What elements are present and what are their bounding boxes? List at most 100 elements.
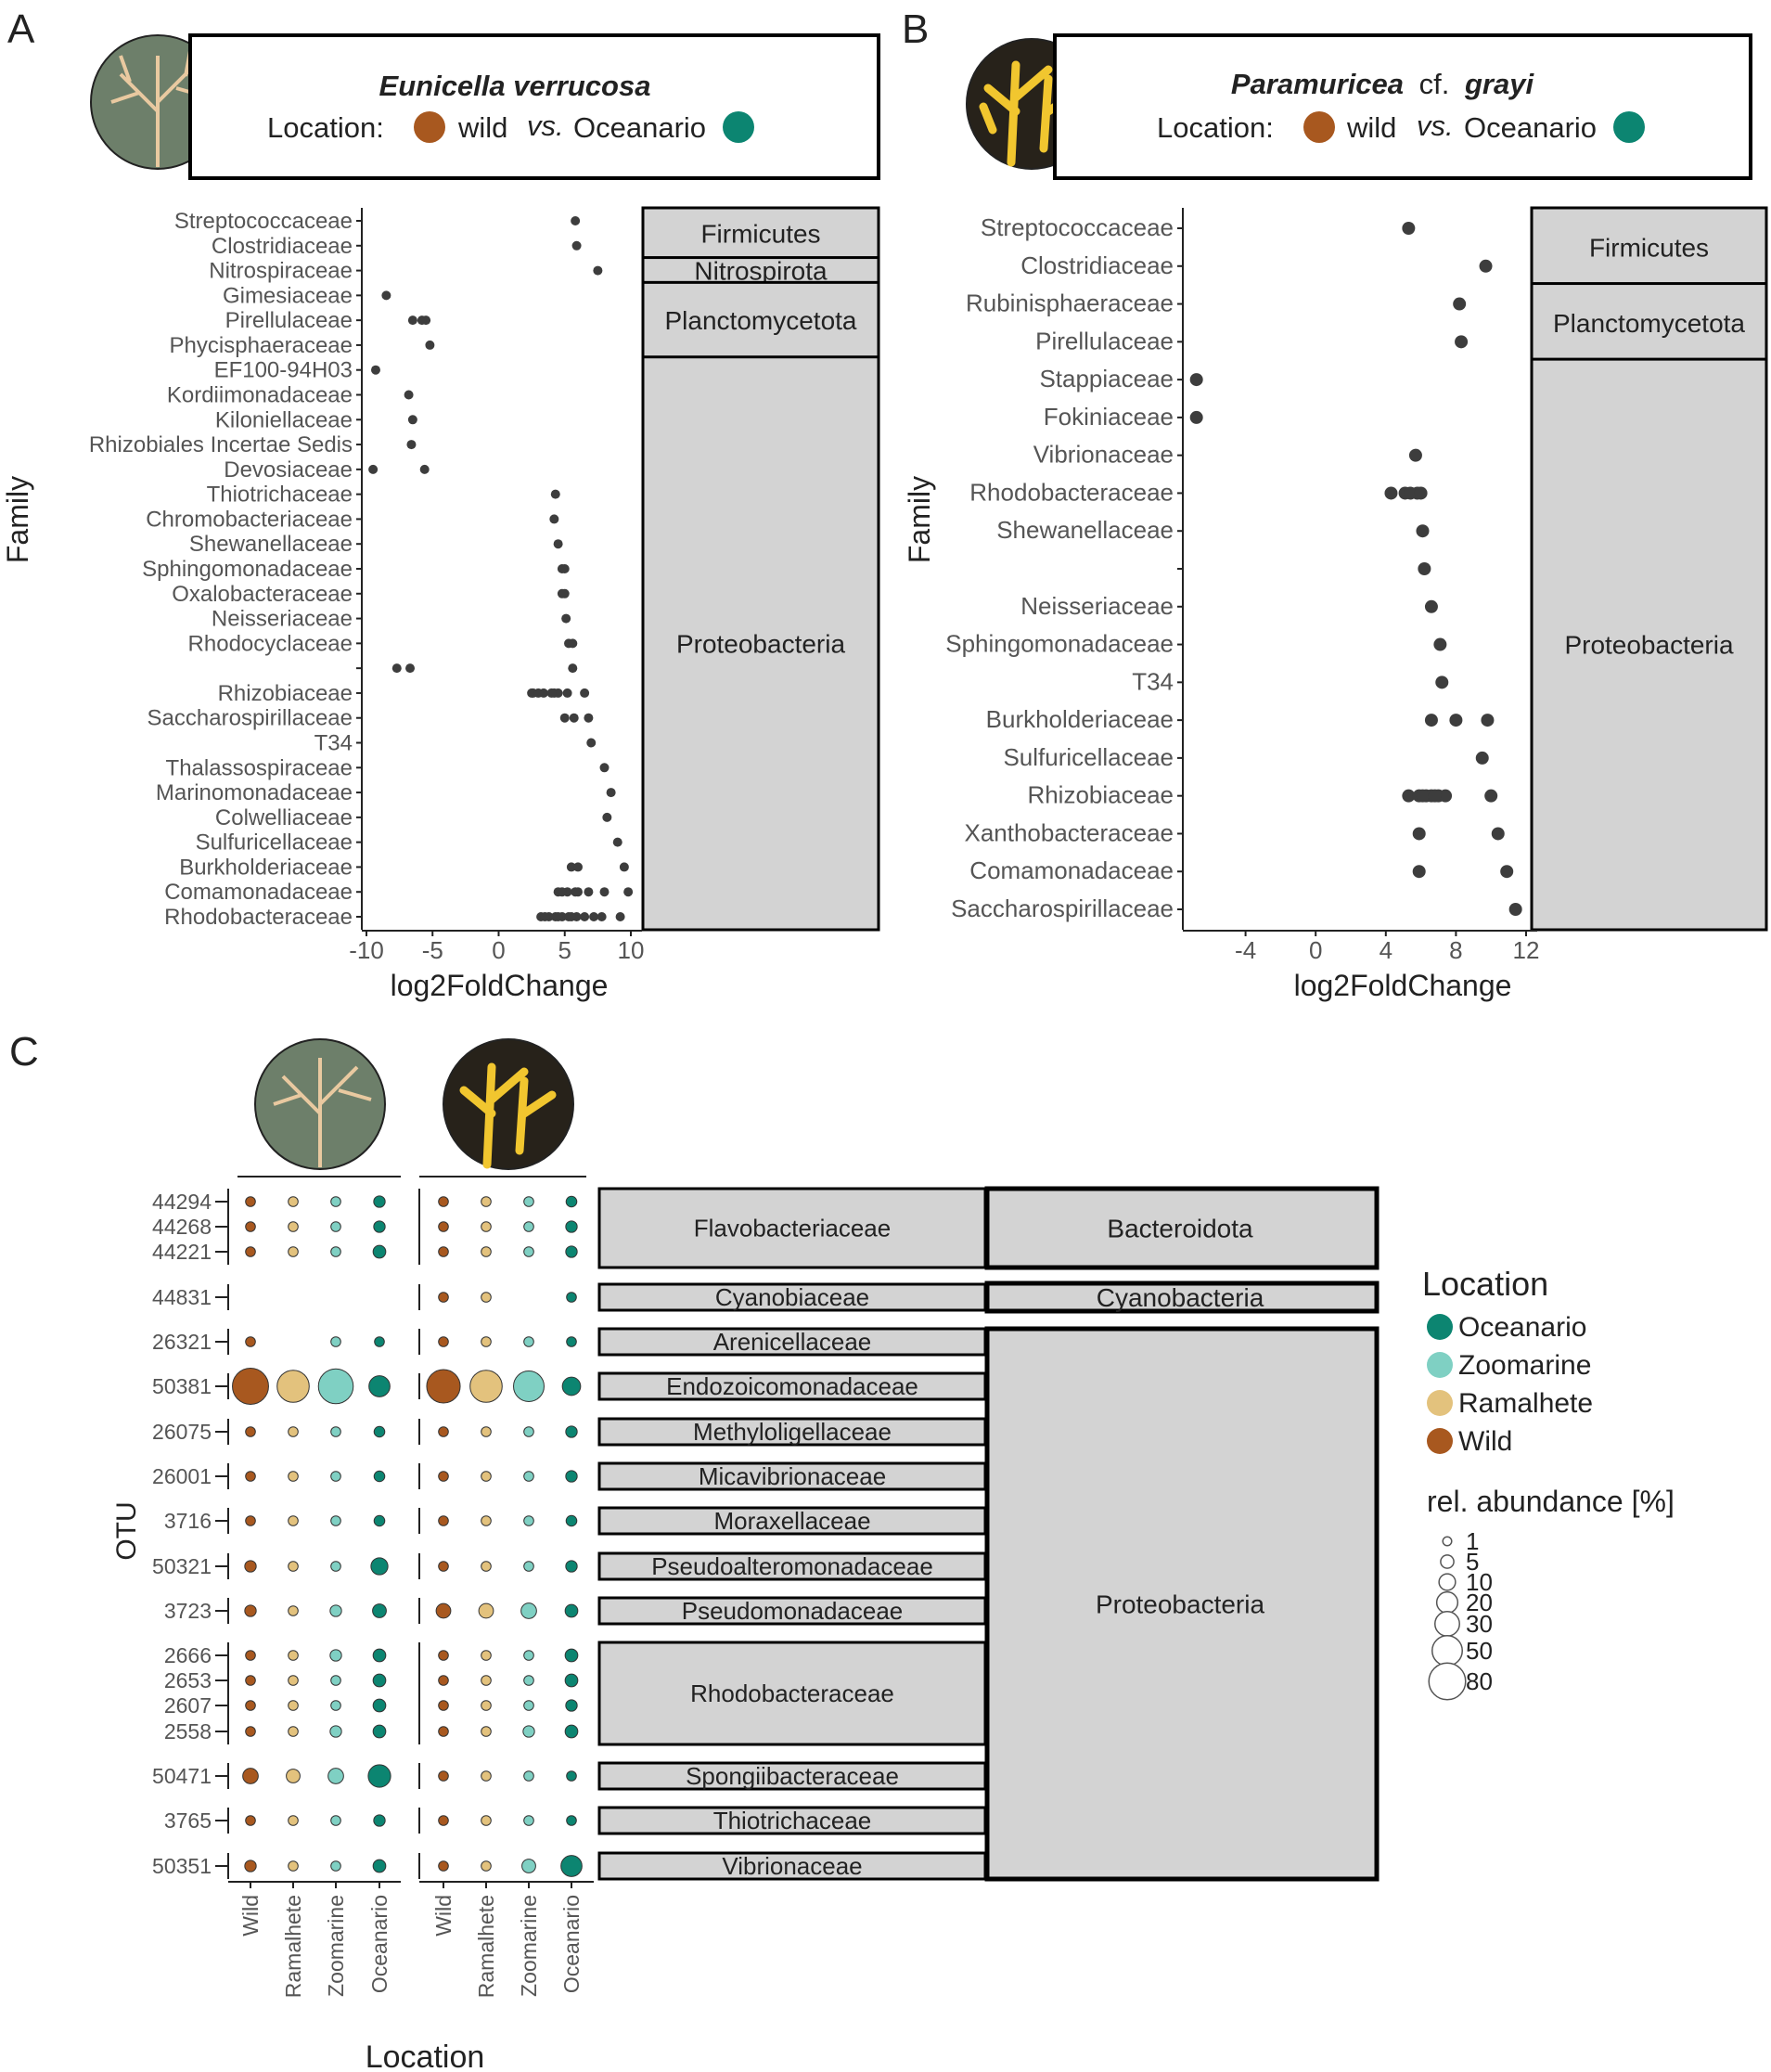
otu-label: 2558 (164, 1719, 212, 1744)
family-label: Spongiibacteraceae (686, 1762, 899, 1790)
bubble (372, 1244, 387, 1259)
bubble (327, 1768, 344, 1784)
oceanario-swatch-b (1613, 111, 1645, 143)
bubble (564, 1603, 579, 1618)
bubble (372, 1724, 387, 1739)
family-strip (597, 1551, 987, 1581)
family-strip (597, 1282, 987, 1312)
bubble (478, 1602, 494, 1619)
bubble (288, 1246, 299, 1257)
legend-swatch (1427, 1390, 1453, 1416)
data-point (1189, 410, 1203, 424)
bubble (330, 1221, 341, 1232)
family-label: Nitrospiraceae (209, 259, 353, 284)
paramuricea-branches-icon (979, 60, 1081, 167)
data-point (599, 763, 610, 773)
bubble (438, 1471, 449, 1482)
data-point (1479, 259, 1493, 273)
data-point (1439, 789, 1453, 803)
bubble (330, 1815, 341, 1826)
bubble (438, 1675, 449, 1686)
family-strip (597, 1596, 987, 1626)
otu-label: 44221 (152, 1240, 212, 1264)
bubble (373, 1195, 386, 1208)
bubble (438, 1770, 449, 1782)
panel-a-title-box (188, 33, 880, 180)
family-label: Thiotrichaceae (207, 483, 353, 508)
panel-b-cf: cf. (1419, 68, 1450, 100)
bubble (565, 1470, 578, 1483)
bubble (245, 1726, 256, 1737)
bubble (286, 1769, 301, 1783)
size-legend-label: 80 (1466, 1667, 1493, 1695)
bubble (523, 1426, 534, 1437)
bubble (372, 1603, 387, 1618)
data-point (1424, 714, 1438, 727)
bubble (438, 1561, 449, 1572)
data-point (571, 887, 581, 897)
bubble (523, 1515, 534, 1526)
size-legend-label: 1 (1466, 1527, 1479, 1555)
panel-label-b: B (902, 6, 929, 52)
bubble (426, 1369, 461, 1404)
bubble (566, 1336, 577, 1347)
bubble (288, 1675, 299, 1686)
bubble (481, 1815, 492, 1826)
data-point (573, 862, 583, 872)
phylum-label: Planctomycetota (665, 306, 857, 335)
size-legend-circle (1435, 1590, 1459, 1615)
data-point (550, 489, 560, 499)
bubble (374, 1336, 385, 1347)
data-point (1424, 599, 1438, 613)
legend-label: Ramalhete (1458, 1388, 1593, 1419)
bubble (481, 1221, 492, 1232)
bubble (372, 1673, 387, 1688)
otu-label: 3765 (164, 1808, 212, 1833)
panel-b-vs: vs. (1417, 109, 1454, 142)
bubble (438, 1515, 449, 1526)
bubble (330, 1196, 341, 1207)
x-tick-label: Ramalhete (474, 1895, 498, 1998)
phylum-strip (641, 256, 880, 286)
bubble (288, 1221, 299, 1232)
data-point (419, 464, 430, 474)
panel-b-wild: wild (1346, 111, 1396, 144)
x-tick-label: Wild (238, 1895, 263, 1937)
data-point (561, 613, 571, 624)
panel-c-photos (237, 1038, 586, 1178)
otu-label: 44831 (152, 1285, 212, 1309)
family-label: Streptococcaceae (174, 209, 353, 234)
wild-swatch-a (414, 111, 445, 143)
bubble (288, 1515, 299, 1526)
panel-a-wild: wild (457, 111, 507, 144)
bubble (438, 1426, 449, 1437)
panel-a-oceanario: Oceanario (573, 111, 706, 144)
bubble (330, 1336, 341, 1347)
bubble (330, 1700, 341, 1711)
x-tick-label: Ramalhete (281, 1895, 305, 1998)
bubble (565, 1425, 578, 1438)
bubble (330, 1246, 341, 1257)
bubble (330, 1426, 341, 1437)
phylum-label: Cyanobacteria (1097, 1283, 1264, 1312)
bubble (245, 1426, 256, 1437)
data-point (553, 539, 563, 549)
data-point (1416, 524, 1430, 538)
paramuricea-branches-icon-c (459, 1062, 557, 1169)
bubble (373, 1470, 386, 1483)
family-label: Xanthobacteraceae (964, 818, 1174, 846)
data-point (584, 713, 594, 723)
family-label: Rubinisphaeraceae (966, 290, 1174, 317)
bubble (435, 1602, 452, 1619)
family-label: Clostridiaceae (212, 234, 353, 259)
family-label: Sphingomonadaceae (945, 630, 1174, 658)
data-point (1455, 335, 1469, 349)
family-label: Oxalobacteraceae (172, 582, 353, 607)
data-point (612, 837, 622, 847)
data-point (1428, 789, 1442, 803)
data-point (1500, 865, 1514, 879)
phylum-strip (1530, 282, 1768, 364)
family-label: Kordiimonadaceae (167, 383, 353, 408)
family-label: Burkholderiaceae (986, 705, 1174, 733)
family-label: Rhodocyclaceae (188, 631, 353, 656)
